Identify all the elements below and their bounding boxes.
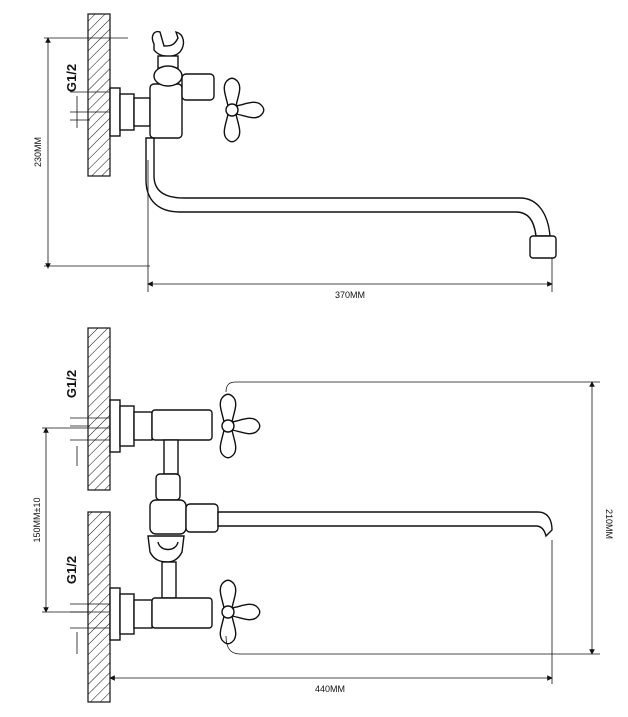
spout-length-label-bottom: 440MM <box>315 684 345 694</box>
wall-hatch-upper <box>87 327 111 491</box>
cross-handle-top <box>223 77 265 143</box>
spout-bottom <box>217 511 553 538</box>
spout-length-label-top: 370MM <box>335 290 365 300</box>
height-label-bottom: 210MM <box>604 509 614 539</box>
shower-holder <box>151 30 185 57</box>
height-label-top: 230MM <box>33 137 43 167</box>
bottom-view: G1/2 G1/2 <box>32 327 614 703</box>
cross-handle-lower <box>219 579 261 645</box>
thread-label-lower: G1/2 <box>64 556 79 584</box>
spout-top <box>145 137 551 237</box>
wall-hatch-lower <box>87 511 111 703</box>
center-distance-label: 150MM±10 <box>32 498 42 543</box>
thread-label-top: G1/2 <box>64 64 79 92</box>
cross-handle-upper <box>219 393 261 459</box>
top-view: G1/2 230MM 370MM <box>33 13 557 300</box>
thread-label-upper: G1/2 <box>64 370 79 398</box>
